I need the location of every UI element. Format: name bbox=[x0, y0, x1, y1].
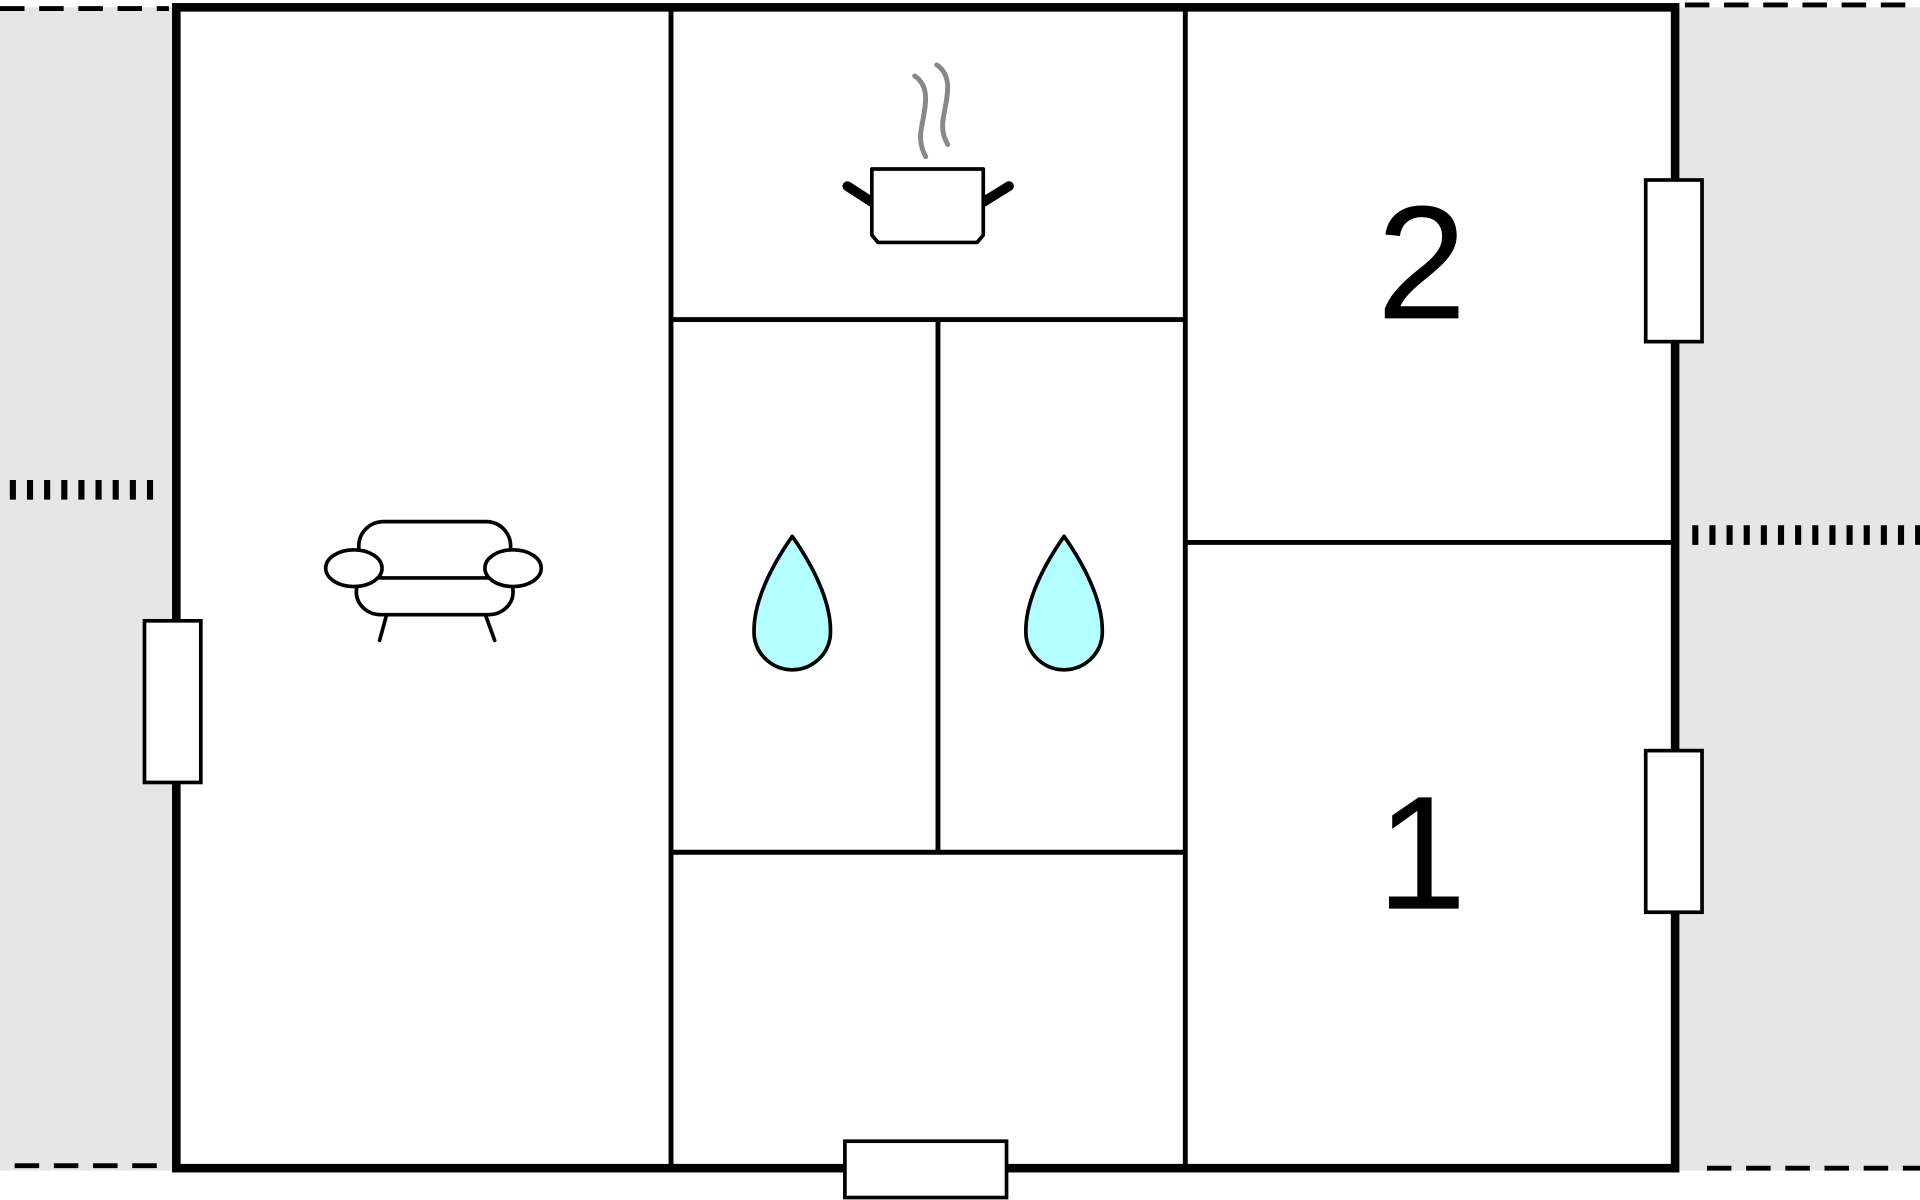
sofa-icon bbox=[323, 519, 544, 643]
windows bbox=[142, 178, 1704, 1200]
bedroom-number-lower: 1 bbox=[1377, 764, 1467, 944]
window-left bbox=[142, 618, 203, 785]
bedroom-number-upper: 2 bbox=[1377, 173, 1467, 353]
interior-walls bbox=[668, 7, 1673, 1166]
exterior-area-right bbox=[1677, 7, 1920, 1171]
window-right-lower bbox=[1643, 748, 1704, 915]
water-drop-icon bbox=[752, 534, 833, 672]
exterior-area-left bbox=[0, 7, 174, 1171]
window-bottom bbox=[843, 1139, 1009, 1200]
cooking-pot-icon bbox=[842, 62, 1014, 245]
water-drop-icon bbox=[1024, 534, 1105, 672]
window-right-upper bbox=[1643, 178, 1704, 344]
